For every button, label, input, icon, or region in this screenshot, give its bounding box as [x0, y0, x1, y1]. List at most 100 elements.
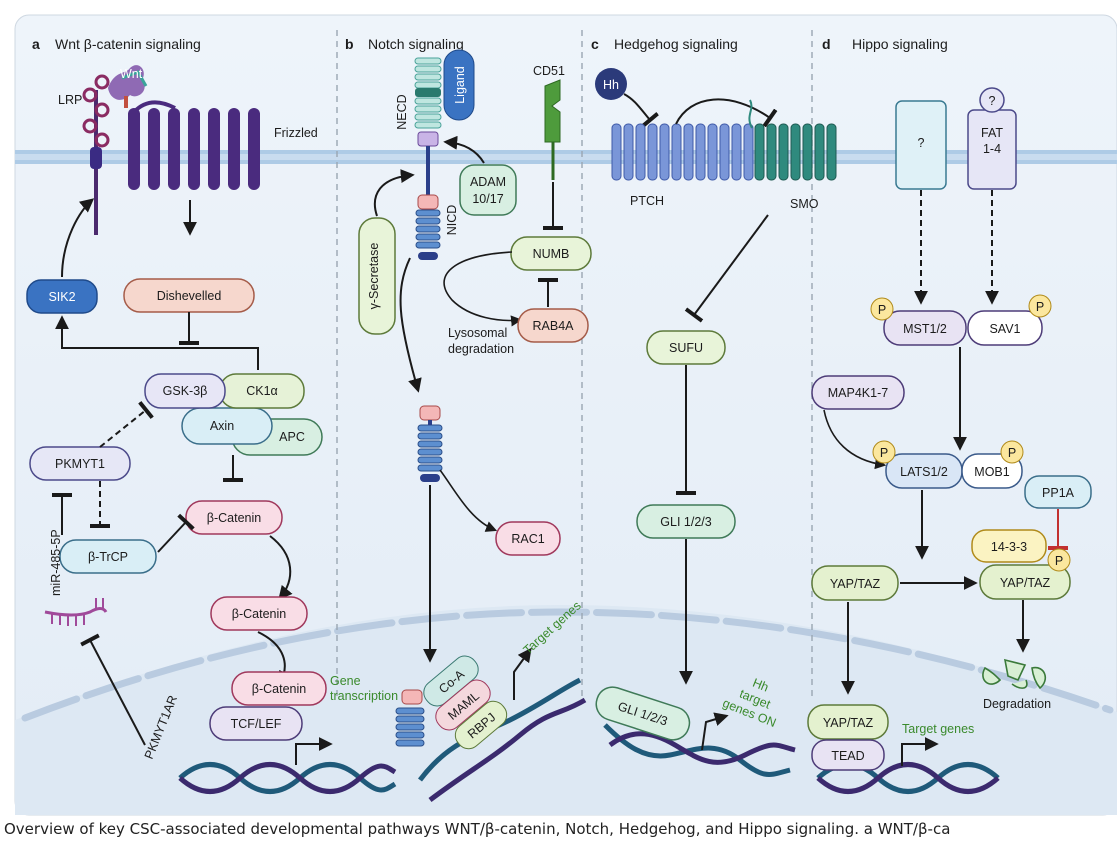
svg-text:β-Catenin: β-Catenin: [252, 682, 306, 696]
arrow-sik2-lrp: [61, 198, 95, 278]
arrow-nicd-release: [399, 257, 422, 393]
gene-transcription-2: transcription: [330, 689, 398, 703]
inhibit-pkmyt1ar-mir: [80, 633, 146, 746]
svg-text:GLI 1/2/3: GLI 1/2/3: [660, 515, 711, 529]
axin-label: Axin: [210, 419, 234, 433]
svg-text:β-Catenin: β-Catenin: [207, 511, 261, 525]
arrow-complex-sik2: [55, 315, 259, 370]
bcatenin-node-2: β-Catenin: [210, 596, 308, 631]
svg-text:TEAD: TEAD: [831, 749, 864, 763]
svg-text:MOB1: MOB1: [974, 465, 1009, 479]
svg-text:MAP4K1-7: MAP4K1-7: [828, 386, 888, 400]
frizzled-receptor: [128, 100, 260, 190]
arrow-gene-transcription: [295, 737, 333, 765]
apc-label: APC: [279, 430, 305, 444]
smo-receptor: [748, 99, 837, 181]
svg-text:NUMB: NUMB: [533, 247, 570, 261]
inhibit-btrcp-bcatenin: [157, 513, 195, 553]
inhibit-smo-sufu: [684, 214, 769, 323]
mst-node: MST1/2: [883, 310, 967, 346]
mir-label: miR-485-5P: [49, 529, 63, 596]
pp1a-node: PP1A: [1024, 475, 1092, 509]
dna-notch: [418, 677, 587, 803]
map4k-node: MAP4K1-7: [811, 375, 905, 410]
fat-receptor: ? FAT 1-4: [967, 87, 1017, 190]
panel-a-letter: a: [32, 36, 40, 52]
svg-text:YAP/TAZ: YAP/TAZ: [823, 716, 874, 730]
svg-text:RAC1: RAC1: [511, 532, 544, 546]
cd51-label: CD51: [533, 64, 565, 78]
lrp-receptor: [82, 74, 110, 235]
arrow-gamma-notch: [373, 169, 415, 217]
svg-text:P: P: [1036, 300, 1044, 314]
arrow-hippo-target: [901, 737, 939, 766]
inhibit-ptch-smo: [675, 98, 778, 128]
lrp-label: LRP: [58, 93, 82, 107]
svg-text:1-4: 1-4: [983, 142, 1001, 156]
p1433-node: 14-3-3: [971, 529, 1047, 563]
nuclear-envelope: [21, 608, 1114, 722]
dishevelled-node: Dishevelled: [123, 278, 255, 313]
bcatenin-node-nuclear: β-Catenin: [231, 671, 327, 706]
figure-caption: Overview of key CSC-associated developme…: [4, 820, 951, 838]
panel-d-letter: d: [822, 36, 831, 52]
sav1-node: SAV1: [967, 310, 1043, 346]
svg-text:PKMYT1: PKMYT1: [55, 457, 105, 471]
rab4a-node: RAB4A: [517, 308, 589, 343]
phospho-lats: P: [872, 440, 896, 464]
svg-text:?: ?: [918, 136, 925, 150]
degradation-fragments: [982, 658, 1047, 690]
hippo-target-genes: Target genes: [902, 722, 974, 736]
lysosomal-2: degradation: [448, 342, 514, 356]
plasma-membrane: [15, 150, 1117, 164]
degradation-label: Degradation: [983, 697, 1051, 711]
lysosomal-1: Lysosomal: [448, 326, 507, 340]
ptch-receptor: [611, 123, 754, 181]
svg-text:P: P: [878, 303, 886, 317]
arrow-bcatenin-cyto: [269, 535, 293, 601]
svg-text:YAP/TAZ: YAP/TAZ: [1000, 576, 1051, 590]
svg-text:Hh: Hh: [751, 676, 771, 695]
arrow-notch-target: [513, 647, 532, 700]
ligand-node: Ligand: [443, 49, 475, 121]
svg-text:γ-Secretase: γ-Secretase: [367, 243, 381, 310]
arrow-adam-notch: [443, 135, 485, 164]
svg-text:YAP/TAZ: YAP/TAZ: [830, 577, 881, 591]
necd-label: NECD: [395, 94, 409, 129]
ck1a-label: CK1α: [246, 384, 278, 398]
arrow-map4k-lats: [823, 409, 887, 470]
hh-ligand: Hh: [595, 68, 627, 100]
nicd-label: NICD: [445, 205, 459, 236]
svg-text:LATS1/2: LATS1/2: [900, 465, 948, 479]
phospho-sav1: P: [1028, 294, 1052, 318]
unknown-receptor: ?: [895, 100, 947, 190]
arrow-nicd-rac1: [439, 469, 498, 532]
gli-node: GLI 1/2/3: [636, 504, 736, 539]
wnt-ligand: [108, 65, 148, 108]
smo-label: SMO: [790, 197, 819, 211]
panel-a-title: Wnt β-catenin signaling: [55, 36, 201, 52]
dna-wnt: [178, 762, 397, 794]
svg-text:FAT: FAT: [981, 126, 1003, 140]
gamma-secretase-node: γ-Secretase: [358, 217, 396, 335]
wnt-label: Wnt: [120, 67, 143, 81]
svg-text:14-3-3: 14-3-3: [991, 540, 1027, 554]
pkmyt1-node: PKMYT1: [29, 446, 131, 481]
adam-node: ADAM 10/17: [459, 164, 517, 216]
fat-question: ?: [989, 94, 996, 108]
phospho-mst: P: [870, 297, 894, 321]
svg-text:β-TrCP: β-TrCP: [88, 550, 128, 564]
svg-text:Ligand: Ligand: [453, 66, 467, 104]
lats-node: LATS1/2: [885, 453, 963, 489]
nicd-cytoplasmic: [417, 405, 443, 482]
mob1-node: MOB1: [961, 453, 1023, 489]
destruction-complex: APC Axin CK1α GSK-3β: [144, 373, 323, 456]
panel-d-title: Hippo signaling: [852, 36, 948, 52]
sik2-node: SIK2: [26, 279, 98, 314]
svg-text:SAV1: SAV1: [989, 322, 1020, 336]
frizzled-label: Frizzled: [274, 126, 318, 140]
yaptaz-nuclear-node: YAP/TAZ: [807, 704, 889, 740]
arrow-numb-lysosomal: [443, 251, 523, 327]
svg-text:P: P: [1008, 446, 1016, 460]
